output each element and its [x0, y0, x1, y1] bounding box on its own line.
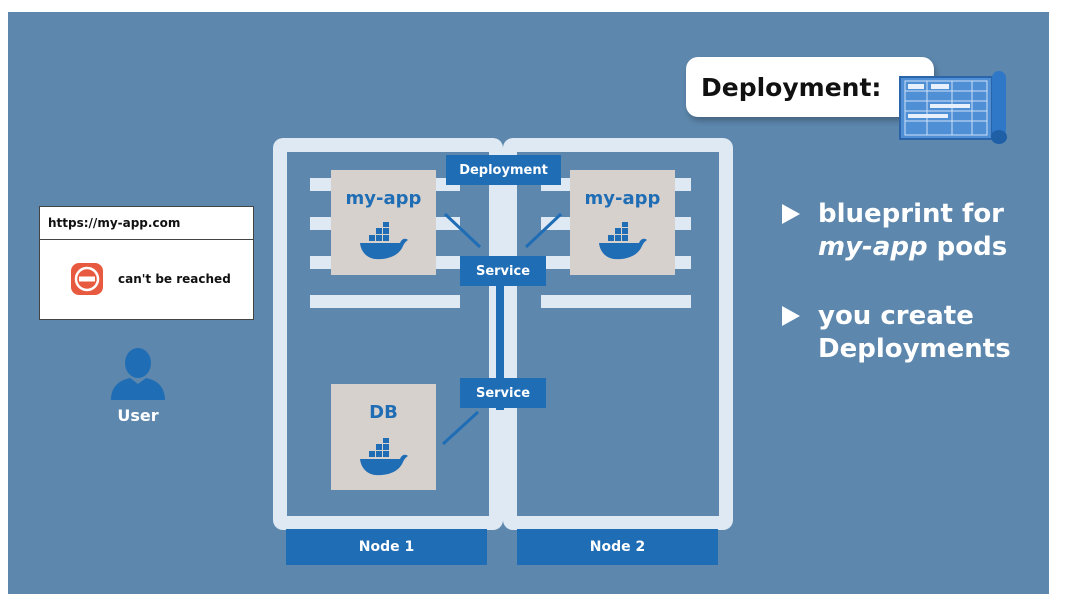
browser-url: https://my-app.com — [48, 216, 181, 230]
service-badge-bottom: Service — [460, 378, 546, 408]
pod-db: DB — [331, 384, 436, 490]
node-2-frame — [503, 138, 733, 530]
bullet-1-line-2: my-app pods — [818, 231, 1011, 264]
pod-title: my-app — [345, 188, 422, 209]
bullet-1-rest: pods — [927, 232, 1008, 262]
pod-my-app-left: my-app — [331, 170, 436, 275]
browser-url-bar: https://my-app.com — [40, 207, 253, 240]
bullet-2-line-1: you create — [818, 301, 974, 331]
browser-body: can't be reached — [40, 240, 253, 320]
bullet-2-line-2: Deployments — [818, 334, 1011, 364]
docker-whale-icon — [359, 438, 408, 476]
pod-title: my-app — [584, 188, 661, 209]
node-2-bar-4 — [541, 295, 691, 308]
browser-error-text: can't be reached — [118, 272, 231, 286]
docker-whale-icon — [359, 222, 408, 260]
bullet-2: you create Deployments — [782, 300, 1011, 366]
bullet-1: blueprint for my-app pods — [782, 198, 1011, 264]
node-2-label: Node 2 — [517, 529, 718, 565]
bullet-list: blueprint for my-app pods you create Dep… — [782, 198, 1011, 402]
pod-title: DB — [369, 402, 398, 423]
deployment-heading: Deployment: — [701, 72, 882, 102]
slide-canvas: Deployment: — [8, 12, 1049, 594]
deployment-heading-box: Deployment: — [686, 57, 934, 117]
docker-whale-icon — [598, 222, 647, 260]
node-1-label: Node 1 — [286, 529, 487, 565]
browser-window: https://my-app.com can't be reached — [39, 206, 254, 320]
user-label: User — [117, 406, 159, 425]
node-1-bar-4 — [310, 295, 460, 308]
user-icon — [111, 348, 165, 400]
triangle-bullet-icon — [782, 306, 800, 326]
service-badge-top: Service — [460, 256, 546, 286]
pod-my-app-right: my-app — [570, 170, 675, 275]
blueprint-icon — [897, 67, 1009, 145]
deployment-badge: Deployment — [446, 155, 561, 185]
no-entry-icon — [71, 263, 103, 295]
triangle-bullet-icon — [782, 204, 800, 224]
connector-lines — [441, 212, 563, 446]
bullet-1-line-1: blueprint for — [818, 199, 1004, 229]
service-line — [496, 282, 504, 410]
bullet-1-emphasis: my-app — [818, 232, 928, 262]
